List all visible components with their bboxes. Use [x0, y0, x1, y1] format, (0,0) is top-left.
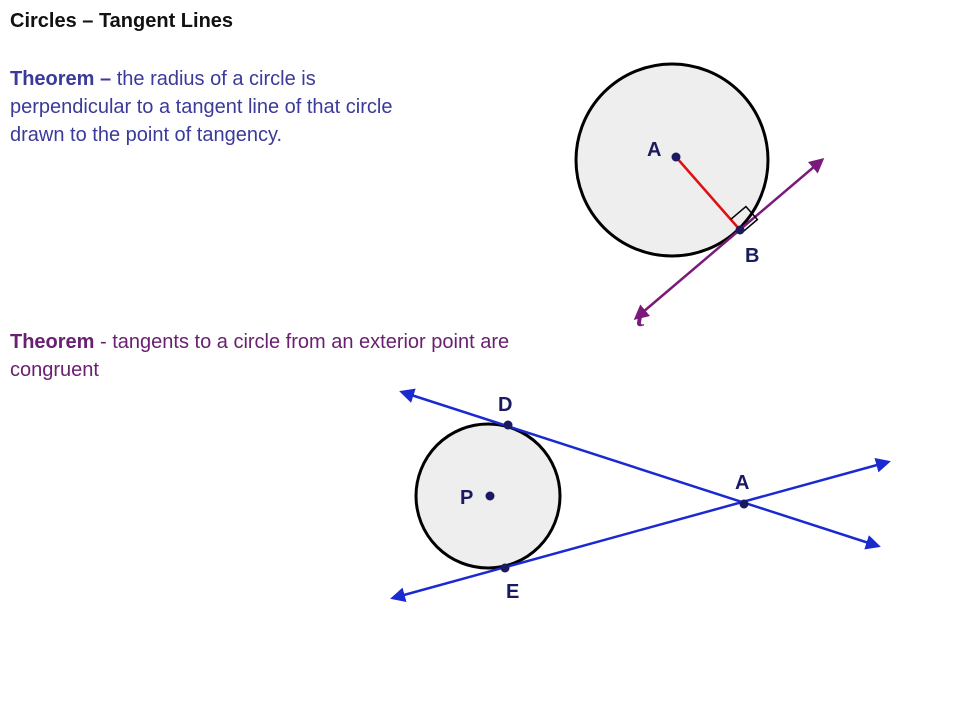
point-a — [671, 152, 681, 162]
tangent-line-t — [633, 158, 825, 320]
label-e: E — [506, 581, 519, 603]
tangent-line-ea — [390, 457, 891, 603]
label-p: P — [460, 487, 473, 509]
diagram-two-tangents: P D E A — [390, 388, 891, 603]
point-p — [485, 491, 495, 501]
point-a-exterior — [739, 499, 749, 509]
point-b — [735, 225, 745, 235]
point-d — [503, 420, 513, 430]
theorem1-lead: Theorem – — [10, 68, 112, 90]
theorem-tangents-congruent: Theorem - tangents to a circle from an e… — [10, 328, 530, 384]
theorem-radius-perpendicular: Theorem – the radius of a circle is perp… — [10, 65, 430, 149]
label-t: t — [636, 300, 646, 333]
label-a-exterior: A — [735, 472, 749, 494]
theorem2-text: - tangents to a circle from an exterior … — [10, 331, 510, 381]
right-angle-mark — [730, 205, 759, 233]
label-a: A — [647, 139, 661, 161]
theorem2-lead: Theorem — [10, 331, 95, 353]
theorem1-text: the radius of a circle is perpendicular … — [10, 68, 393, 146]
diagram-radius-tangent: A B t — [574, 62, 825, 333]
label-d: D — [498, 394, 512, 416]
page-title: Circles – Tangent Lines — [10, 10, 234, 32]
label-b: B — [745, 245, 759, 267]
point-e — [500, 563, 510, 573]
